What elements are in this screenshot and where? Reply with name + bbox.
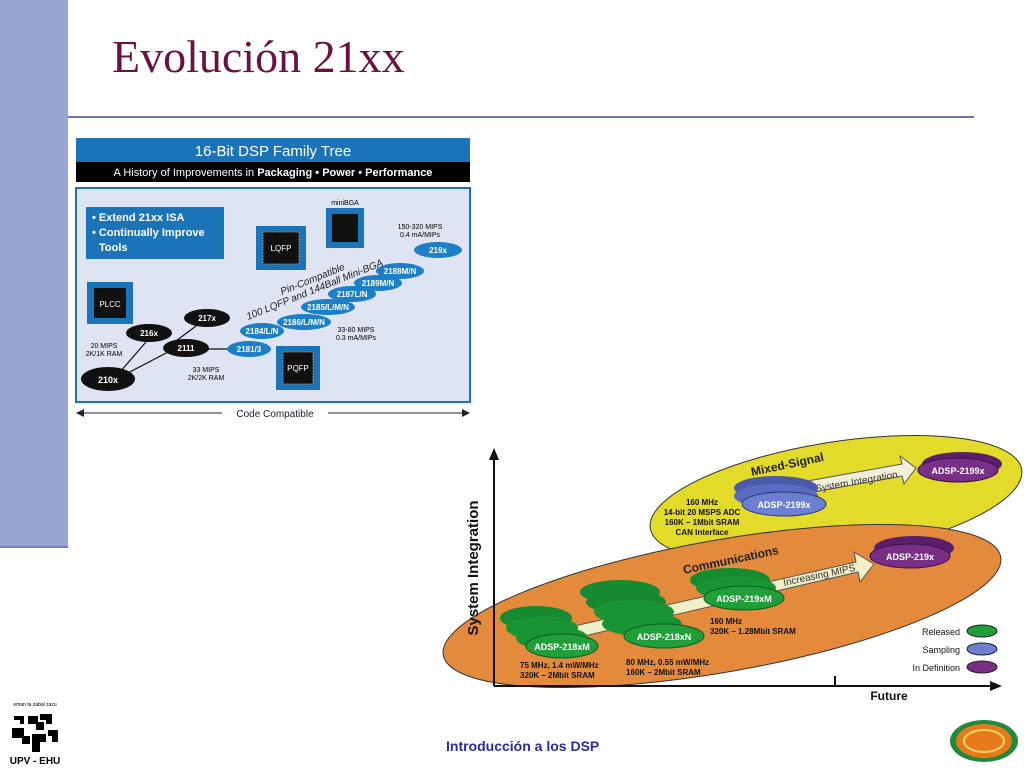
upv-ehu-emblem-icon (12, 714, 58, 752)
plcc-package: PLCC (87, 282, 133, 324)
chip-adsp-2199x-def: ADSP-2199x (917, 452, 1002, 483)
svg-text:160 MHz: 160 MHz (686, 498, 718, 507)
chip-2111: 2111 (163, 339, 209, 357)
svg-text:219x: 219x (429, 246, 447, 255)
minibga-package: miniBGA (326, 200, 364, 248)
chip-adsp-219xm: ADSP-219xM (690, 568, 785, 611)
isa-bullet-box (86, 207, 224, 259)
svg-text:217x: 217x (198, 314, 216, 323)
bullet-2: • Continually Improve (92, 227, 205, 239)
svg-text:20 MIPS: 20 MIPS (91, 343, 118, 350)
svg-text:0.3 mA/MIPs: 0.3 mA/MIPs (336, 335, 377, 342)
footer-title: Introducción a los DSP (446, 738, 600, 754)
logo-name: UPV - EHU (9, 756, 61, 767)
roadmap-specs: 160 MHz 14-bit 20 MSPS ADC 160K – 1Mbit … (664, 498, 741, 537)
svg-text:33-80 MIPS: 33-80 MIPS (338, 327, 375, 334)
legend-swatch (966, 624, 998, 638)
svg-text:210x: 210x (98, 375, 118, 385)
chip-2188: 2188M/N (376, 263, 424, 279)
svg-text:ADSP-219xM: ADSP-219xM (716, 594, 772, 604)
svg-text:ADSP-218xN: ADSP-218xN (637, 632, 692, 642)
svg-text:2188M/N: 2188M/N (384, 267, 417, 276)
svg-text:2181/3: 2181/3 (237, 345, 262, 354)
svg-text:LQFP: LQFP (271, 244, 292, 253)
chip-217x: 217x (184, 309, 230, 327)
svg-text:PQFP: PQFP (287, 364, 309, 373)
svg-text:33 MIPS: 33 MIPS (193, 367, 220, 374)
svg-text:320K – 2Mbit SRAM: 320K – 2Mbit SRAM (520, 671, 595, 680)
svg-text:ADSP-218xM: ADSP-218xM (534, 642, 590, 652)
legend-label: In Definition (912, 663, 960, 673)
badge-logo-icon (950, 720, 1018, 762)
svg-text:ADSP-219x: ADSP-219x (886, 552, 934, 562)
chip-216x: 216x (126, 324, 172, 342)
svg-text:160K – 2Mbit SRAM: 160K – 2Mbit SRAM (626, 668, 701, 677)
slide-title: Evolución 21xx (112, 31, 405, 82)
svg-text:160K – 1Mbit SRAM: 160K – 1Mbit SRAM (665, 518, 740, 527)
chip-adsp-219x-def: ADSP-219x (869, 536, 954, 569)
legend-label: Released (922, 627, 960, 637)
svg-text:Code Compatible: Code Compatible (236, 409, 314, 420)
chip-219x: 219x (414, 242, 462, 258)
roadmap-diagram: System Integration Future System Integra… (442, 434, 1023, 703)
svg-text:ADSP-2199x: ADSP-2199x (757, 500, 810, 510)
svg-text:2K/1K RAM: 2K/1K RAM (86, 351, 123, 358)
family-tree-header (76, 138, 470, 162)
upv-ehu-logo: eman ta zabal zazu UPV - EHU (4, 702, 66, 767)
chip-adsp-218xn: ADSP-218xN (580, 580, 705, 649)
svg-text:320K – 1.28Mbit SRAM: 320K – 1.28Mbit SRAM (710, 627, 796, 636)
svg-text:2184/L/N: 2184/L/N (246, 327, 279, 336)
roadmap-specs-comm: 160 MHz 320K – 1.28Mbit SRAM 80 MHz, 0.5… (520, 617, 796, 680)
tree-notes: 20 MIPS 2K/1K RAM 33 MIPS 2K/2K RAM 33-8… (86, 224, 443, 382)
lqfp-package: LQFP (256, 226, 306, 270)
chip-2189: 2189M/N (354, 275, 402, 291)
chip-adsp-2199x-sampling: ADSP-2199x (734, 476, 827, 517)
family-tree-subheader (76, 162, 470, 182)
chip-2184: 2184/L/N (240, 323, 284, 339)
legend-swatch (966, 642, 998, 656)
svg-text:2185/L/M/N: 2185/L/M/N (307, 303, 349, 312)
svg-text:2187L/N: 2187L/N (337, 290, 368, 299)
svg-text:CAN Interface: CAN Interface (676, 528, 729, 537)
chip-2187: 2187L/N (328, 286, 376, 302)
y-axis-label: System Integration (465, 500, 482, 635)
svg-text:150-320 MIPS: 150-320 MIPS (398, 224, 443, 231)
chip-2186: 2186/L/M/N (277, 314, 331, 330)
sidebar-decoration (0, 0, 68, 548)
logo-motto: eman ta zabal zazu (13, 702, 57, 708)
family-tree-title: 16-Bit DSP Family Tree (195, 143, 351, 160)
svg-text:75 MHz, 1.4 mW/MHz: 75 MHz, 1.4 mW/MHz (520, 661, 599, 670)
chip-210x: 210x (81, 367, 135, 391)
blue-chip-chain: 2181/3 2184/L/N 2186/L/M/N 2185/L/M/N 21… (227, 242, 462, 357)
svg-text:2K/2K RAM: 2K/2K RAM (188, 375, 225, 382)
svg-text:160 MHz: 160 MHz (710, 617, 742, 626)
bullet-1: • Extend 21xx ISA (92, 212, 185, 224)
svg-text:2189M/N: 2189M/N (362, 279, 395, 288)
legend-label: Sampling (922, 645, 960, 655)
svg-text:80 MHz, 0.55 mW/MHz: 80 MHz, 0.55 mW/MHz (626, 658, 709, 667)
svg-text:ADSP-2199x: ADSP-2199x (931, 466, 984, 476)
legend-swatch (966, 660, 998, 674)
svg-text:0.4 mA/MIPs: 0.4 mA/MIPs (400, 232, 441, 239)
svg-text:2186/L/M/N: 2186/L/M/N (283, 318, 325, 327)
svg-text:PLCC: PLCC (99, 300, 121, 309)
bullet-3: Tools (99, 242, 128, 254)
svg-text:14-bit 20 MSPS ADC: 14-bit 20 MSPS ADC (664, 508, 741, 517)
family-tree-diagram: 16-Bit DSP Family Tree A History of Impr… (75, 138, 471, 420)
pqfp-package: PQFP (276, 346, 320, 390)
svg-text:miniBGA: miniBGA (331, 200, 359, 207)
family-tree-subtitle: A History of Improvements in Packaging •… (114, 167, 433, 179)
chip-2185: 2185/L/M/N (301, 299, 355, 315)
chip-adsp-218xm: ADSP-218xM (500, 606, 599, 659)
x-axis-label: Future (870, 689, 908, 703)
code-compatible-line: Code Compatible (76, 409, 470, 420)
svg-text:2111: 2111 (178, 344, 195, 353)
title-divider (68, 116, 974, 118)
svg-text:216x: 216x (140, 329, 158, 338)
chip-2181: 2181/3 (227, 341, 271, 357)
